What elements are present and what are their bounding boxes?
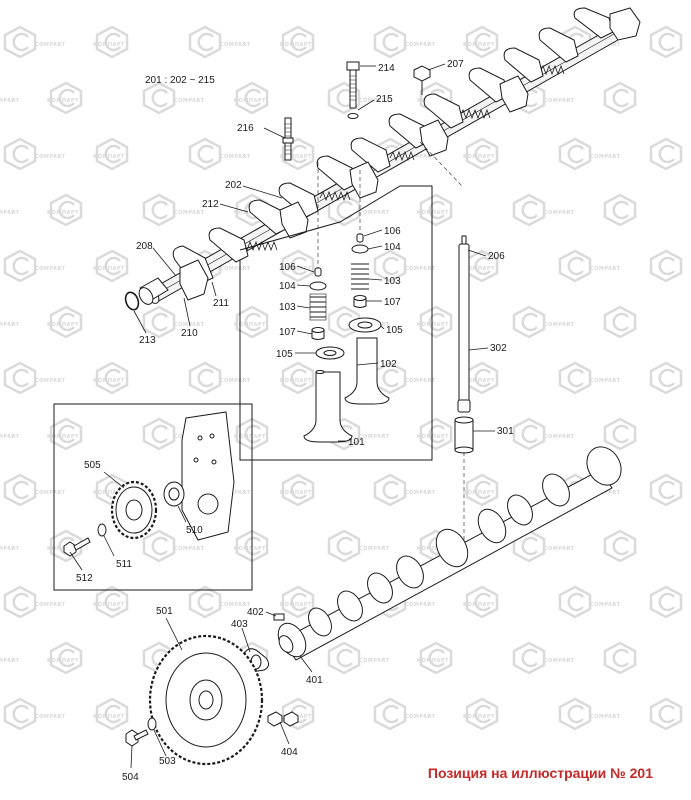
label-512: 512 <box>76 573 93 584</box>
label-107-left: 107 <box>279 327 296 338</box>
valve-stack-left <box>303 267 353 443</box>
label-214: 214 <box>378 63 395 74</box>
bolt-214 <box>346 61 360 119</box>
label-504: 504 <box>122 772 139 783</box>
timing-case-fragment <box>181 411 235 541</box>
label-401: 401 <box>306 675 323 686</box>
label-206: 206 <box>488 251 505 262</box>
label-107-right: 107 <box>384 297 401 308</box>
label-301: 301 <box>497 426 514 437</box>
label-207: 207 <box>447 59 464 70</box>
label-106-right: 106 <box>384 226 401 237</box>
cam-gear-501 <box>148 634 264 766</box>
label-402: 402 <box>247 607 264 618</box>
label-503: 503 <box>159 756 176 767</box>
label-404: 404 <box>281 747 298 758</box>
idler-shaft-510 <box>163 481 185 507</box>
nut-207 <box>413 65 431 95</box>
push-rod-302 <box>457 235 471 413</box>
bolt-504 <box>125 729 149 747</box>
label-501: 501 <box>156 606 173 617</box>
rocker-shaft-assembly <box>124 7 641 311</box>
label-210: 210 <box>181 328 198 339</box>
label-105-left: 105 <box>276 349 293 360</box>
watermark-text: КОМПАРТ <box>280 42 312 48</box>
label-510: 510 <box>186 525 203 536</box>
label-208: 208 <box>136 241 153 252</box>
watermark-text: COMPART <box>35 42 66 48</box>
illustration-position-note: Позиция на иллюстрации № 201 <box>427 765 653 781</box>
label-104-left: 104 <box>279 281 296 292</box>
label-302: 302 <box>490 343 507 354</box>
bolt-512 <box>63 537 91 557</box>
label-511: 511 <box>116 559 132 570</box>
idler-detail-frame <box>53 403 253 591</box>
bolts-404 <box>267 711 299 727</box>
valve-detail-frame <box>239 185 433 461</box>
stud-216 <box>282 117 294 161</box>
reference-text: 201 : 202 ~ 215 <box>145 75 215 86</box>
label-211: 211 <box>213 298 229 309</box>
label-101: 101 <box>348 437 365 448</box>
label-213: 213 <box>139 335 156 346</box>
label-103-right: 103 <box>384 276 401 287</box>
watermark-text: КОМПАРТ <box>463 42 495 48</box>
label-216: 216 <box>237 123 254 134</box>
camshaft-401 <box>277 446 622 661</box>
callout-labels: 201 : 202 ~ 215 214 207 215 216 202 212 … <box>76 59 514 783</box>
washer-503 <box>147 717 157 731</box>
watermark-text: COMPART <box>405 42 436 48</box>
watermark-text: КОМПАРТ <box>93 42 125 48</box>
label-505: 505 <box>84 460 101 471</box>
key-402 <box>273 613 285 621</box>
label-106-left: 106 <box>279 262 296 273</box>
label-104-right: 104 <box>384 242 401 253</box>
label-105-right: 105 <box>386 325 403 336</box>
label-103-left: 103 <box>279 302 296 313</box>
valve-stack-right <box>344 233 390 405</box>
watermark-text: COMPART <box>220 42 251 48</box>
tappet-301 <box>454 416 474 454</box>
label-403: 403 <box>231 619 248 630</box>
label-202: 202 <box>225 180 242 191</box>
washer-511 <box>97 523 107 537</box>
leader-lines <box>69 63 495 769</box>
label-212: 212 <box>202 199 219 210</box>
label-102: 102 <box>380 359 397 370</box>
label-215: 215 <box>376 94 393 105</box>
idler-gear-505 <box>110 480 158 540</box>
